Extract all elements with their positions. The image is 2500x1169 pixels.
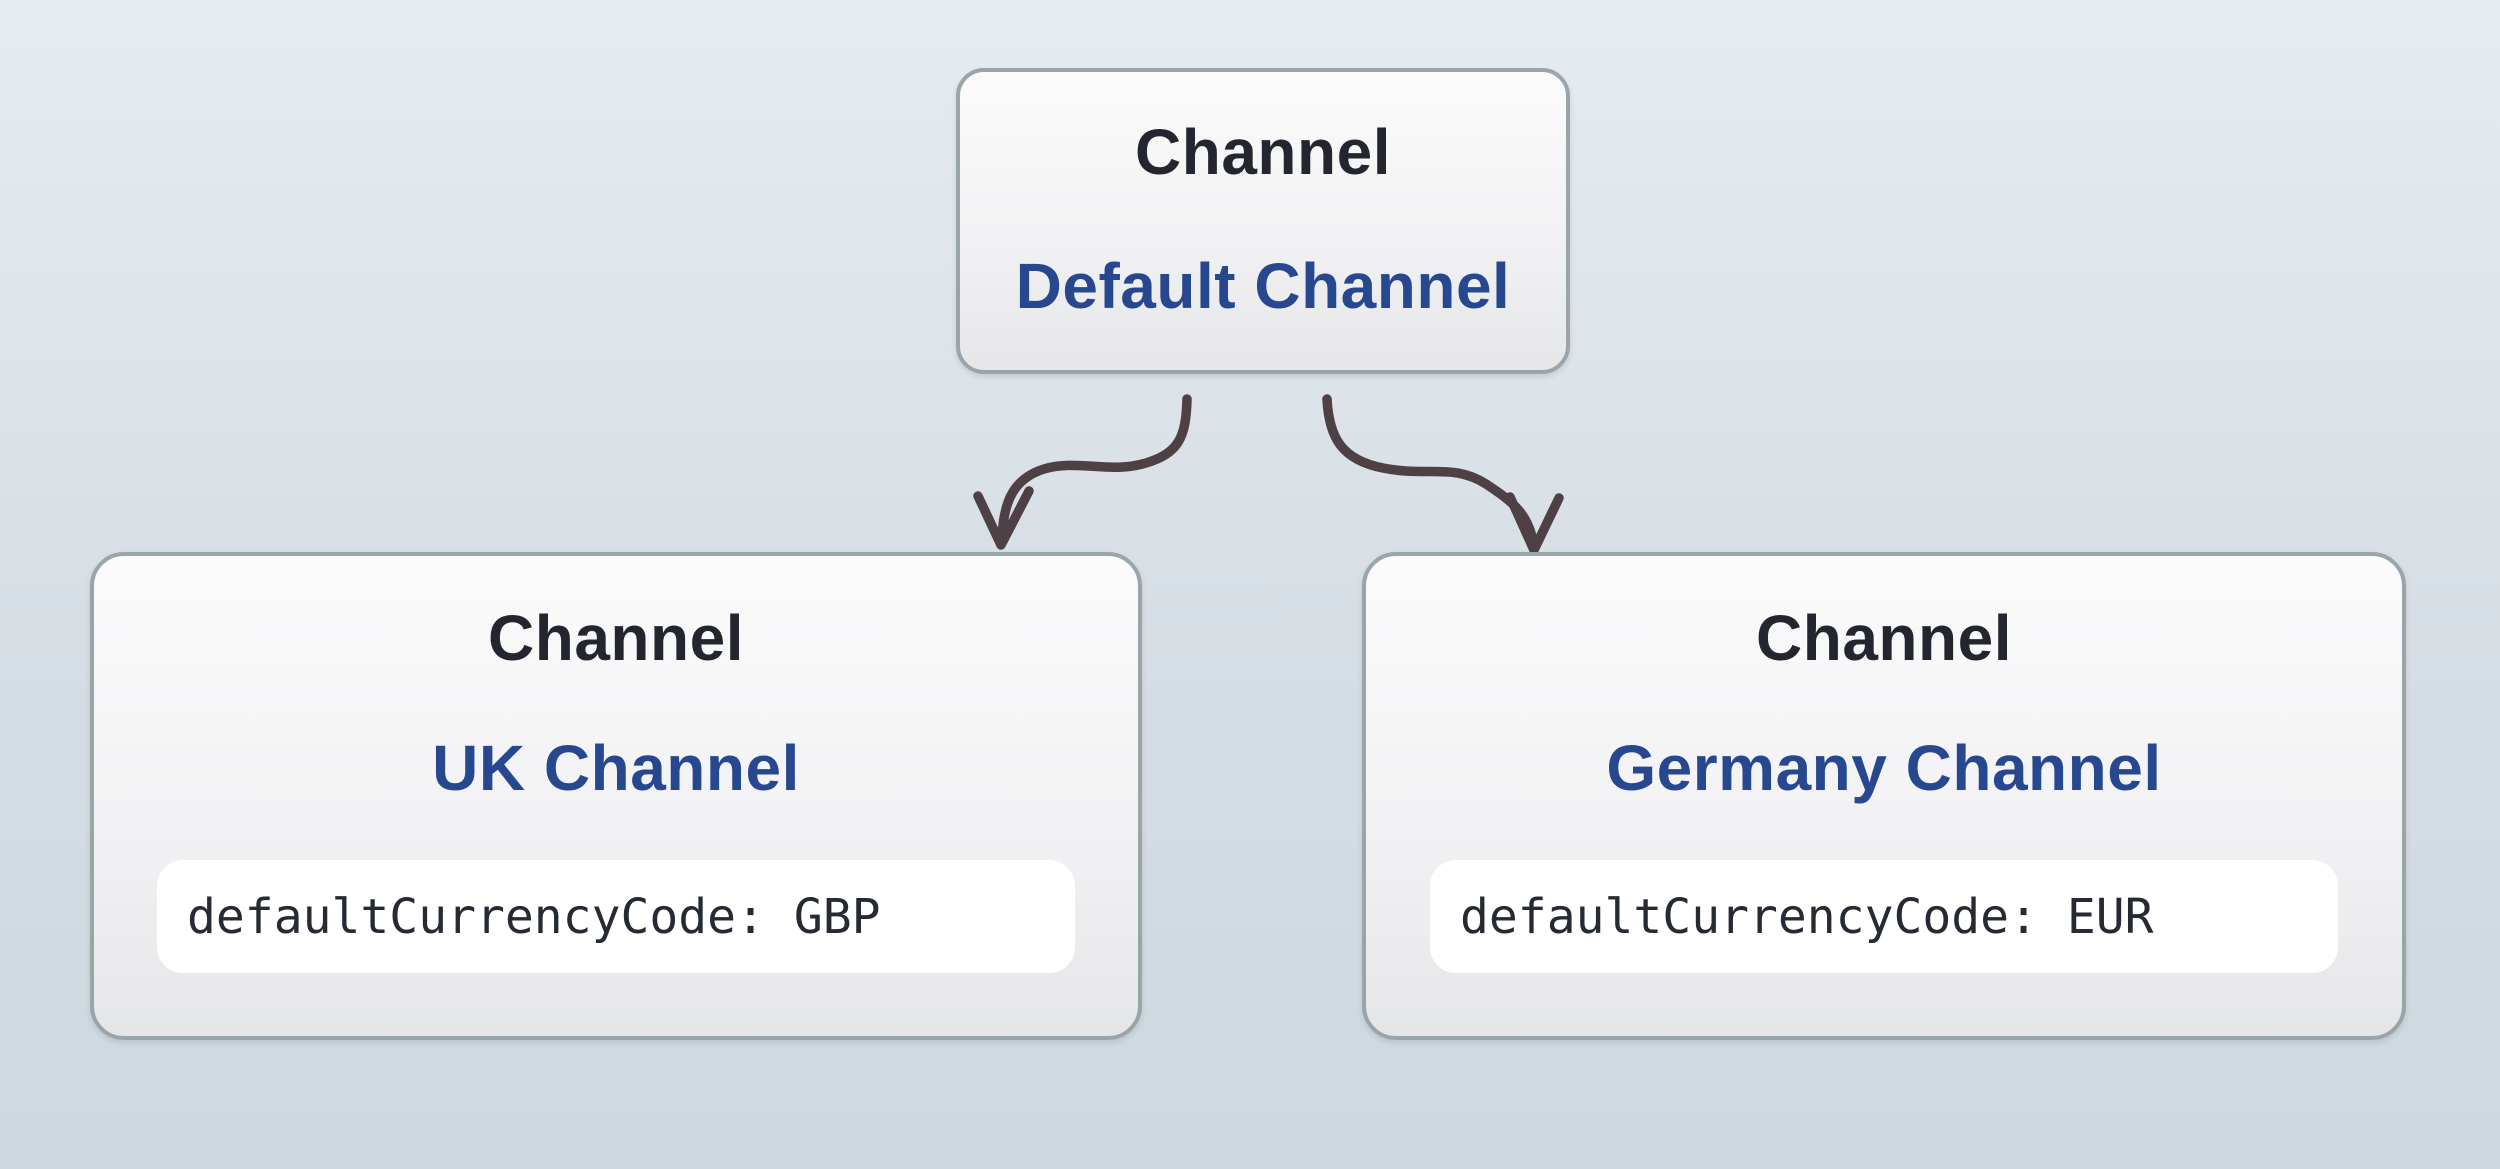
connector-arrowhead-right-icon xyxy=(1505,492,1564,555)
node-name-label: UK Channel xyxy=(432,732,800,804)
channel-node-uk: Channel UK Channel defaultCurrencyCode: … xyxy=(90,552,1142,1040)
connector-arrowhead-left-icon xyxy=(973,486,1034,550)
node-name-label: Default Channel xyxy=(1015,250,1511,322)
node-type-label: Channel xyxy=(1135,116,1391,188)
connector-arrow-left-curve-icon xyxy=(997,394,1192,545)
node-attribute-pill: defaultCurrencyCode: EUR xyxy=(1430,860,2338,973)
node-name-label: Germany Channel xyxy=(1606,732,2162,804)
node-attribute-pill: defaultCurrencyCode: GBP xyxy=(157,860,1075,973)
node-type-label: Channel xyxy=(488,602,744,674)
connector-arrow-group xyxy=(973,394,1564,555)
channel-node-default: Channel Default Channel xyxy=(956,68,1570,374)
channel-node-germany: Channel Germany Channel defaultCurrencyC… xyxy=(1362,552,2406,1040)
connector-arrow-right-curve-icon xyxy=(1322,394,1539,551)
node-type-label: Channel xyxy=(1756,602,2012,674)
